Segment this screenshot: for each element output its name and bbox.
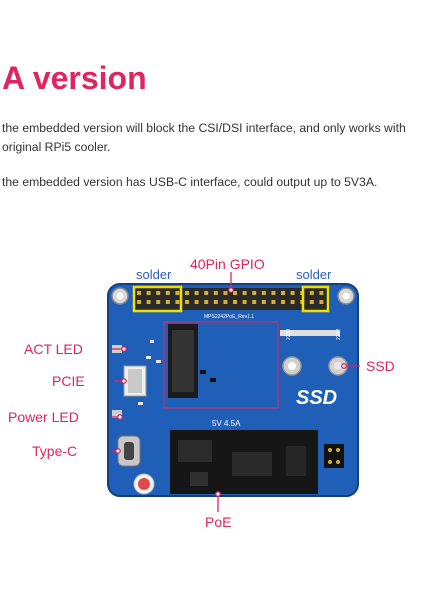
poe-module-icon (170, 430, 318, 494)
gpio-pin (223, 300, 228, 304)
gpio-pin (233, 300, 237, 304)
power-rating-text: 5V 4.5A (212, 419, 241, 428)
description-paragraph: the embedded version has USB-C interface… (2, 175, 378, 189)
gpio-pin (252, 300, 257, 304)
type-c-label: Type-C (32, 443, 78, 459)
gpio-pin (223, 291, 228, 295)
gpio-pin (146, 300, 151, 304)
gpio-pin (185, 291, 189, 295)
gpio-pin (271, 291, 276, 295)
description-paragraph: the embedded version will block the CSI/… (2, 121, 406, 154)
solder-left-label: solder (136, 267, 172, 282)
gpio-pin (290, 300, 295, 304)
gpio-pin (233, 291, 237, 295)
gpio-pin (261, 291, 266, 295)
gpio-pin (185, 300, 189, 304)
mounting-hole-icon (111, 287, 355, 376)
gpio-pin (156, 300, 161, 304)
gpio-pin (137, 291, 141, 295)
poe-label: PoE (205, 514, 232, 530)
power-led-label: Power LED (8, 409, 79, 425)
poe-header-icon (324, 444, 344, 468)
gpio-pin (204, 300, 209, 304)
ssd-silkscreen: SSD (296, 387, 337, 409)
capacitor-icon (133, 473, 155, 495)
m2-2230-text: 2230 (286, 329, 292, 340)
gpio-pin (242, 300, 247, 304)
pcie-connector-icon (123, 365, 147, 397)
pcie-label: PCIE (52, 373, 85, 389)
gpio-pin (213, 291, 218, 295)
gpio-pin (165, 291, 170, 295)
act-led-label: ACT LED (24, 341, 83, 357)
gpio-header-icon (134, 288, 330, 310)
gpio-pin (252, 291, 257, 295)
gpio-pin (137, 300, 141, 304)
gpio-pin (309, 300, 314, 304)
page-title: A version (2, 60, 147, 96)
gpio-pin (309, 291, 314, 295)
callout-dots (115, 287, 347, 497)
gpio-pin (319, 291, 324, 295)
gpio-pin (194, 300, 199, 304)
gpio-pin (281, 291, 285, 295)
board-model-text: MPS2242PoE_Rev1.1 (204, 314, 254, 320)
gpio-pin (146, 291, 151, 295)
solder-box-right (301, 285, 330, 313)
gpio-label: 40Pin GPIO (190, 256, 265, 272)
solder-box-left (132, 285, 183, 313)
gpio-pin (194, 291, 199, 295)
gpio-pin (156, 291, 161, 295)
ssd-label: SSD (366, 358, 395, 374)
gpio-pin (290, 291, 295, 295)
gpio-pin (175, 300, 180, 304)
gpio-pin (261, 300, 266, 304)
gpio-pin (281, 300, 285, 304)
gpio-pin (242, 291, 247, 295)
gpio-pin (271, 300, 276, 304)
gpio-pin (175, 291, 180, 295)
gpio-pin (213, 300, 218, 304)
gpio-pin (165, 300, 170, 304)
m2-2242-text: 2242 (336, 329, 342, 340)
solder-right-label: solder (296, 267, 332, 282)
gpio-pin (204, 291, 209, 295)
m2-slot-icon (163, 321, 340, 409)
usb-c-port-icon (117, 435, 141, 467)
gpio-pin (319, 300, 324, 304)
